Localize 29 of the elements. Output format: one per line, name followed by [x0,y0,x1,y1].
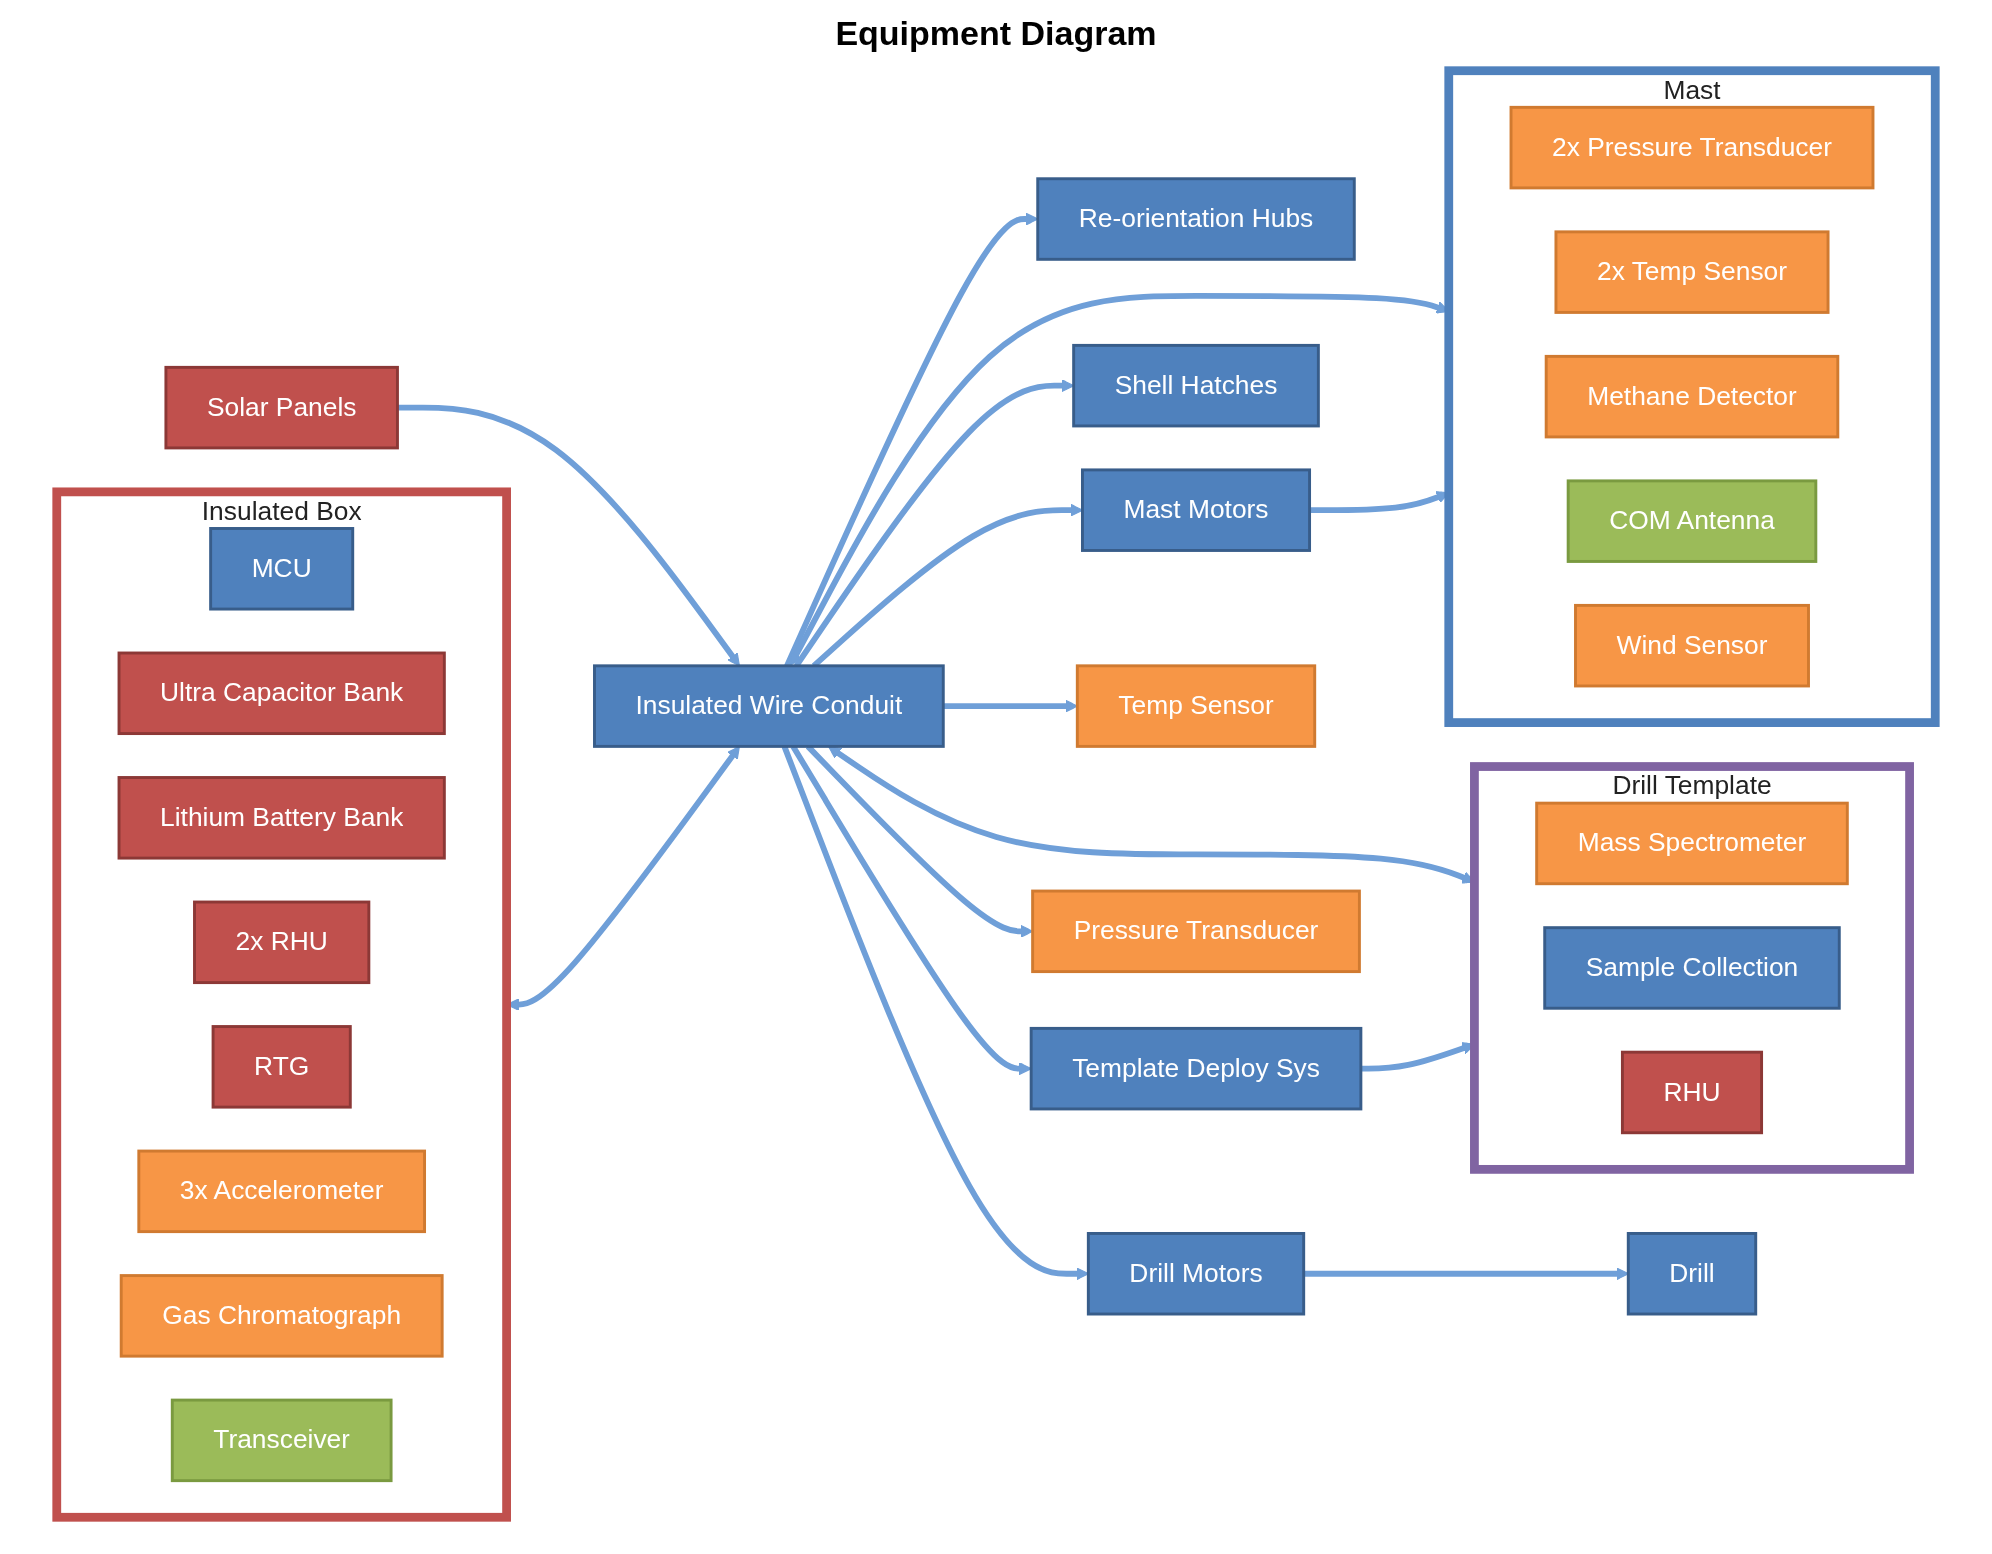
node-box: Gas Chromatograph [119,1274,444,1358]
node-box: COM Antenna [1566,479,1818,563]
node-box: Re-orientation Hubs [1036,177,1356,261]
node-box: Mass Spectrometer [1535,801,1849,886]
node-box: MCU [209,527,355,611]
node-box: Mast Motors [1081,468,1312,552]
node-box: Methane Detector [1544,354,1840,439]
node-box: 2x RHU [193,900,371,985]
node-box: 3x Accelerometer [137,1149,426,1234]
node-box: Lithium Battery Bank [117,776,446,860]
node-box: Template Deploy Sys [1029,1026,1363,1111]
node-box: Shell Hatches [1072,343,1320,428]
node-box: Ultra Capacitor Bank [117,651,446,736]
node-box: Sample Collection [1543,926,1841,1010]
node-box: Pressure Transducer [1031,889,1361,974]
node-box: Solar Panels [164,365,399,450]
diagram-title: Equipment Diagram [834,14,1158,53]
node-box: RTG [211,1025,352,1109]
node-box: Insulated Wire Conduit [593,664,945,748]
node-box: RHU [1620,1050,1764,1135]
node-box: Drill [1626,1232,1758,1316]
node-box: Drill Motors [1086,1232,1306,1316]
arrow [943,699,1078,713]
arrow [1303,1267,1629,1281]
node-box: 2x Temp Sensor [1554,230,1830,314]
node-box: Wind Sensor [1574,603,1810,688]
node-box: 2x Pressure Transducer [1509,105,1875,190]
node-box: Transceiver [170,1398,393,1483]
node-box: Temp Sensor [1075,664,1317,748]
